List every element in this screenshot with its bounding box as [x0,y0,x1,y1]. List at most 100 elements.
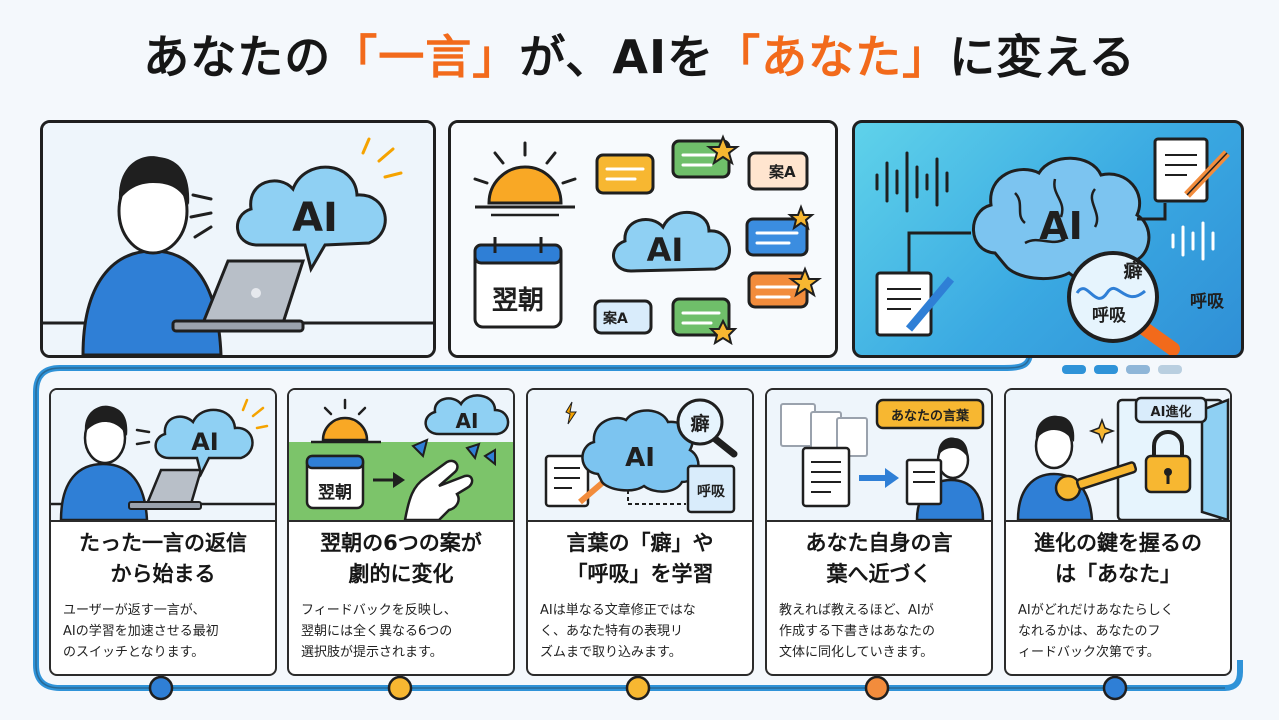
step-description-line: 文体に同化していきます。 [779,645,934,660]
step-card-4: あなたの言葉 あなた自身の言 葉へ近づく 教えれば教えるほど、AIが 作成する下… [765,388,993,676]
person-icon [905,437,985,522]
sound-wave-icon [875,151,949,213]
step-description-line: 作成する下書きはあなたの [779,624,936,639]
step-heading: たった一言の返信 から始まる [57,528,269,590]
sun-icon [311,398,381,444]
step-heading-line: 劇的に変化 [348,562,454,586]
step-illustration: 翌朝 AI [289,390,513,522]
magnifier-icon: 癖 [676,398,738,458]
signal-lines-icon [189,137,403,239]
magnifier-icon: 癖 呼吸 [1067,251,1180,355]
cloud-icon: AI [424,394,510,436]
step-heading-line: 進化の鍵を握るの [1034,531,1202,555]
progress-dashes [1062,365,1182,374]
step-description-line: AIの学習を加速させる最初 [63,624,219,639]
step-description-line: 教えれば教えるほど、AIが [779,603,934,618]
calendar-icon: 翌朝 [473,237,563,329]
cloud-icon: AI [612,211,731,273]
star-icon [706,134,822,346]
step-description-line: フィードバックを反映し、 [301,603,457,618]
step-heading-line: たった一言の返信 [79,531,247,555]
document-label: 呼吸 [697,483,726,500]
title-part-3: に変える [949,30,1136,84]
lens-label: 呼吸 [1092,306,1127,326]
document-stack-icon [780,403,868,457]
step-heading-line: 翌朝の6つの案が [320,531,482,555]
step-description: 教えれば教えるほど、AIが 作成する下書きはあなたの 文体に同化していきます。 [779,600,983,663]
step-heading: 言葉の「癖」や 「呼吸」を学習 [534,528,746,590]
draft-label: 案A [602,310,628,327]
cloud-label: AI [191,428,219,456]
step-description-line: のスイッチとなります。 [63,645,205,660]
step-illustration: AI進化 [1006,390,1230,522]
speech-badge-label: あなたの言葉 [891,408,970,424]
title-part-2: が、AIを [519,30,715,84]
step-heading: 翌朝の6つの案が 劇的に変化 [295,528,507,590]
cloud-icon: AI [235,165,387,273]
lens-label: 癖 [1123,259,1142,282]
step-description: ユーザーが返す一言が、 AIの学習を加速させる最初 のスイッチとなります。 [63,600,267,663]
step-description: AIは単なる文章修正ではな く、あなた特有の表現リ ズムまで取り込みます。 [540,600,744,663]
step-heading: あなた自身の言 葉へ近づく [773,528,985,590]
person-icon [81,156,223,355]
arrow-icon [373,472,405,488]
step-description: AIがどれだけあなたらしく なれるかは、あなたのフ ィードバック次第です。 [1018,600,1222,663]
step-description-line: く、あなた特有の表現リ [540,624,684,639]
sparkle-icon [1088,417,1116,445]
cloud-icon: AI [154,408,254,478]
brain-label: AI [1039,204,1083,248]
person-icon [1016,415,1094,522]
step-card-1: AI たった一言の返信 から始まる ユーザーが返す一言が、 AIの学習を加速させ… [49,388,277,676]
hand-icon [403,459,474,522]
document-pen-icon [1153,137,1230,203]
brain-icon: AI [972,156,1151,282]
panel-ai-brain: AI 癖 呼吸 呼吸 [852,120,1244,358]
step-illustration: AI [51,390,275,522]
step-description-line: ズムまで取り込みます。 [540,645,682,660]
paper-shard-icon [411,438,496,467]
step-heading-line: は「あなた」 [1055,562,1181,586]
step-heading-line: から始まる [110,562,216,586]
timeline-nodes [148,675,1128,701]
step-description: フィードバックを反映し、 翌朝には全く異なる6つの 選択肢が提示されます。 [301,600,505,663]
side-label: 呼吸 [1190,292,1225,312]
lock-icon [1144,430,1192,494]
step-heading: 進化の鍵を握るの は「あなた」 [1012,528,1224,590]
step-card-3: AI 癖 呼吸 言葉の「癖」や 「呼吸」を学習 AIは単なる文章修正ではな く、… [526,388,754,676]
draft-label: 案A [768,163,796,181]
calendar-label: 翌朝 [492,285,544,316]
panel-morning-drafts: 翌朝 AI 案A 案A [448,120,838,358]
step-description-line: ユーザーが返す一言が、 [63,603,206,618]
step-illustration: AI 癖 呼吸 [528,390,752,522]
title-part-1: あなたの [143,30,332,84]
calendar-icon: 翌朝 [305,454,365,510]
calendar-label: 翌朝 [318,482,352,503]
step-heading-line: あなた自身の言 [805,531,953,555]
step-illustration: あなたの言葉 [767,390,991,522]
cloud-label: AI [647,231,684,269]
step-description-line: ィードバック次第です。 [1018,645,1160,660]
step-heading-line: 葉へ近づく [826,562,932,586]
person-icon [59,405,149,522]
lens-label: 癖 [690,412,709,435]
badge-label: AI進化 [1151,404,1192,420]
title-highlight-1: 「一言」 [331,30,520,84]
step-description-line: なれるかは、あなたのフ [1018,624,1161,639]
panel-user-laptop: AI [40,120,436,358]
document-pen-icon [875,271,955,337]
key-icon [1054,461,1138,502]
document-icon [801,446,851,508]
title-highlight-2: 「あなた」 [714,30,950,84]
step-card-2: 翌朝 AI 翌朝の6つの案が 劇的に変化 フィードバックを反映し、 [287,388,515,676]
sun-icon [473,141,577,217]
speech-badge: あなたの言葉 [875,398,985,430]
step-description-line: 翌朝には全く異なる6つの [301,624,453,639]
brain-label: AI [625,443,655,473]
page-title: あなたの「一言」が、AIを「あなた」に変える [0,22,1279,92]
arrow-icon [859,468,899,488]
step-heading-line: 言葉の「癖」や [566,531,714,555]
badge: AI進化 [1134,396,1208,424]
cloud-label: AI [456,409,479,433]
laptop-icon [171,259,306,333]
